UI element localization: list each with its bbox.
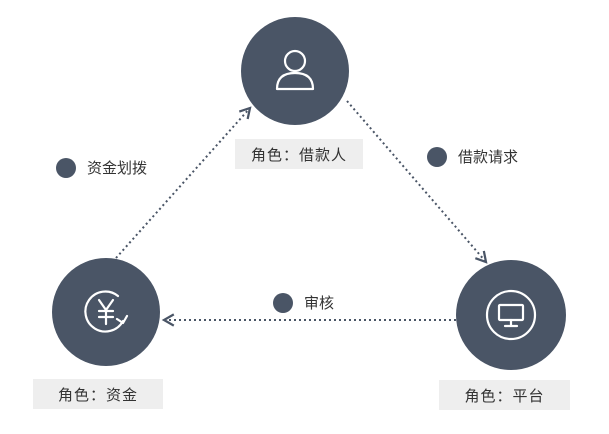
user-icon bbox=[275, 49, 315, 91]
yuan-refresh-icon bbox=[84, 290, 129, 333]
monitor-icon bbox=[485, 289, 537, 341]
funds-transfer-text: 资金划拨 bbox=[87, 159, 148, 177]
loan-request-text: 借款请求 bbox=[458, 148, 519, 166]
bullet-dot bbox=[427, 146, 447, 167]
platform-node bbox=[456, 260, 566, 370]
arrow-borrower-to-platform bbox=[346, 100, 488, 264]
arrow-funder-to-borrower bbox=[115, 106, 252, 259]
borrower-role-label: 角色：借款人 bbox=[235, 139, 363, 169]
bullet-dot bbox=[273, 292, 293, 313]
borrower-node bbox=[241, 17, 349, 125]
bullet-dot bbox=[56, 157, 76, 178]
platform-role-label: 角色：平台 bbox=[439, 380, 570, 410]
funder-role-label: 角色：资金 bbox=[33, 379, 163, 409]
review-label: 审核 bbox=[273, 292, 334, 313]
funder-node bbox=[52, 258, 160, 366]
review-text: 审核 bbox=[304, 294, 335, 312]
funds-transfer-label: 资金划拨 bbox=[56, 157, 147, 178]
loan-request-label: 借款请求 bbox=[427, 146, 518, 167]
